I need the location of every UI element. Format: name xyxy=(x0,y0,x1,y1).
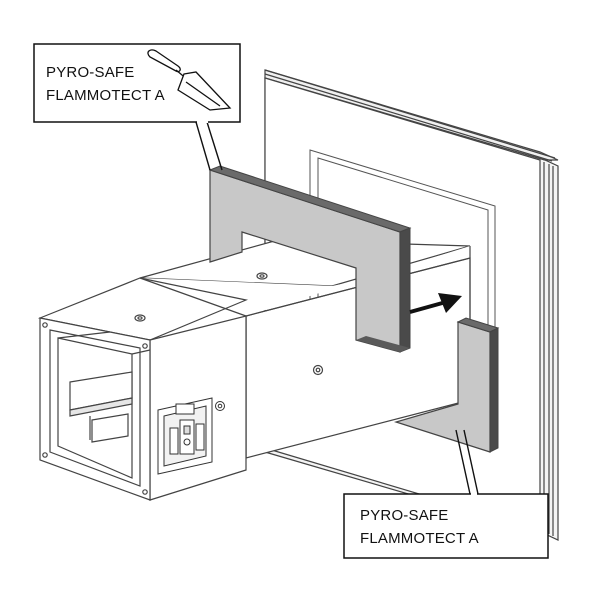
callout-top: PYRO-SAFE FLAMMOTECT A xyxy=(33,43,241,171)
actuator-mechanism xyxy=(157,397,225,475)
callout-bottom-line2: FLAMMOTECT A xyxy=(360,530,479,547)
callout-top-line2: FLAMMOTECT A xyxy=(46,87,165,104)
fire-damper-unit xyxy=(37,277,249,501)
arrow-right-icon xyxy=(409,293,462,314)
coating-bottom-collar xyxy=(393,317,500,453)
callout-bottom-box xyxy=(343,493,549,559)
coating-top-collar xyxy=(208,165,412,353)
callout-bottom: PYRO-SAFE FLAMMOTECT A xyxy=(343,429,549,559)
callout-bottom-line1: PYRO-SAFE xyxy=(360,507,448,524)
trowel-icon xyxy=(147,49,232,111)
callout-top-line1: PYRO-SAFE xyxy=(46,64,134,81)
callout-top-box xyxy=(33,43,241,123)
